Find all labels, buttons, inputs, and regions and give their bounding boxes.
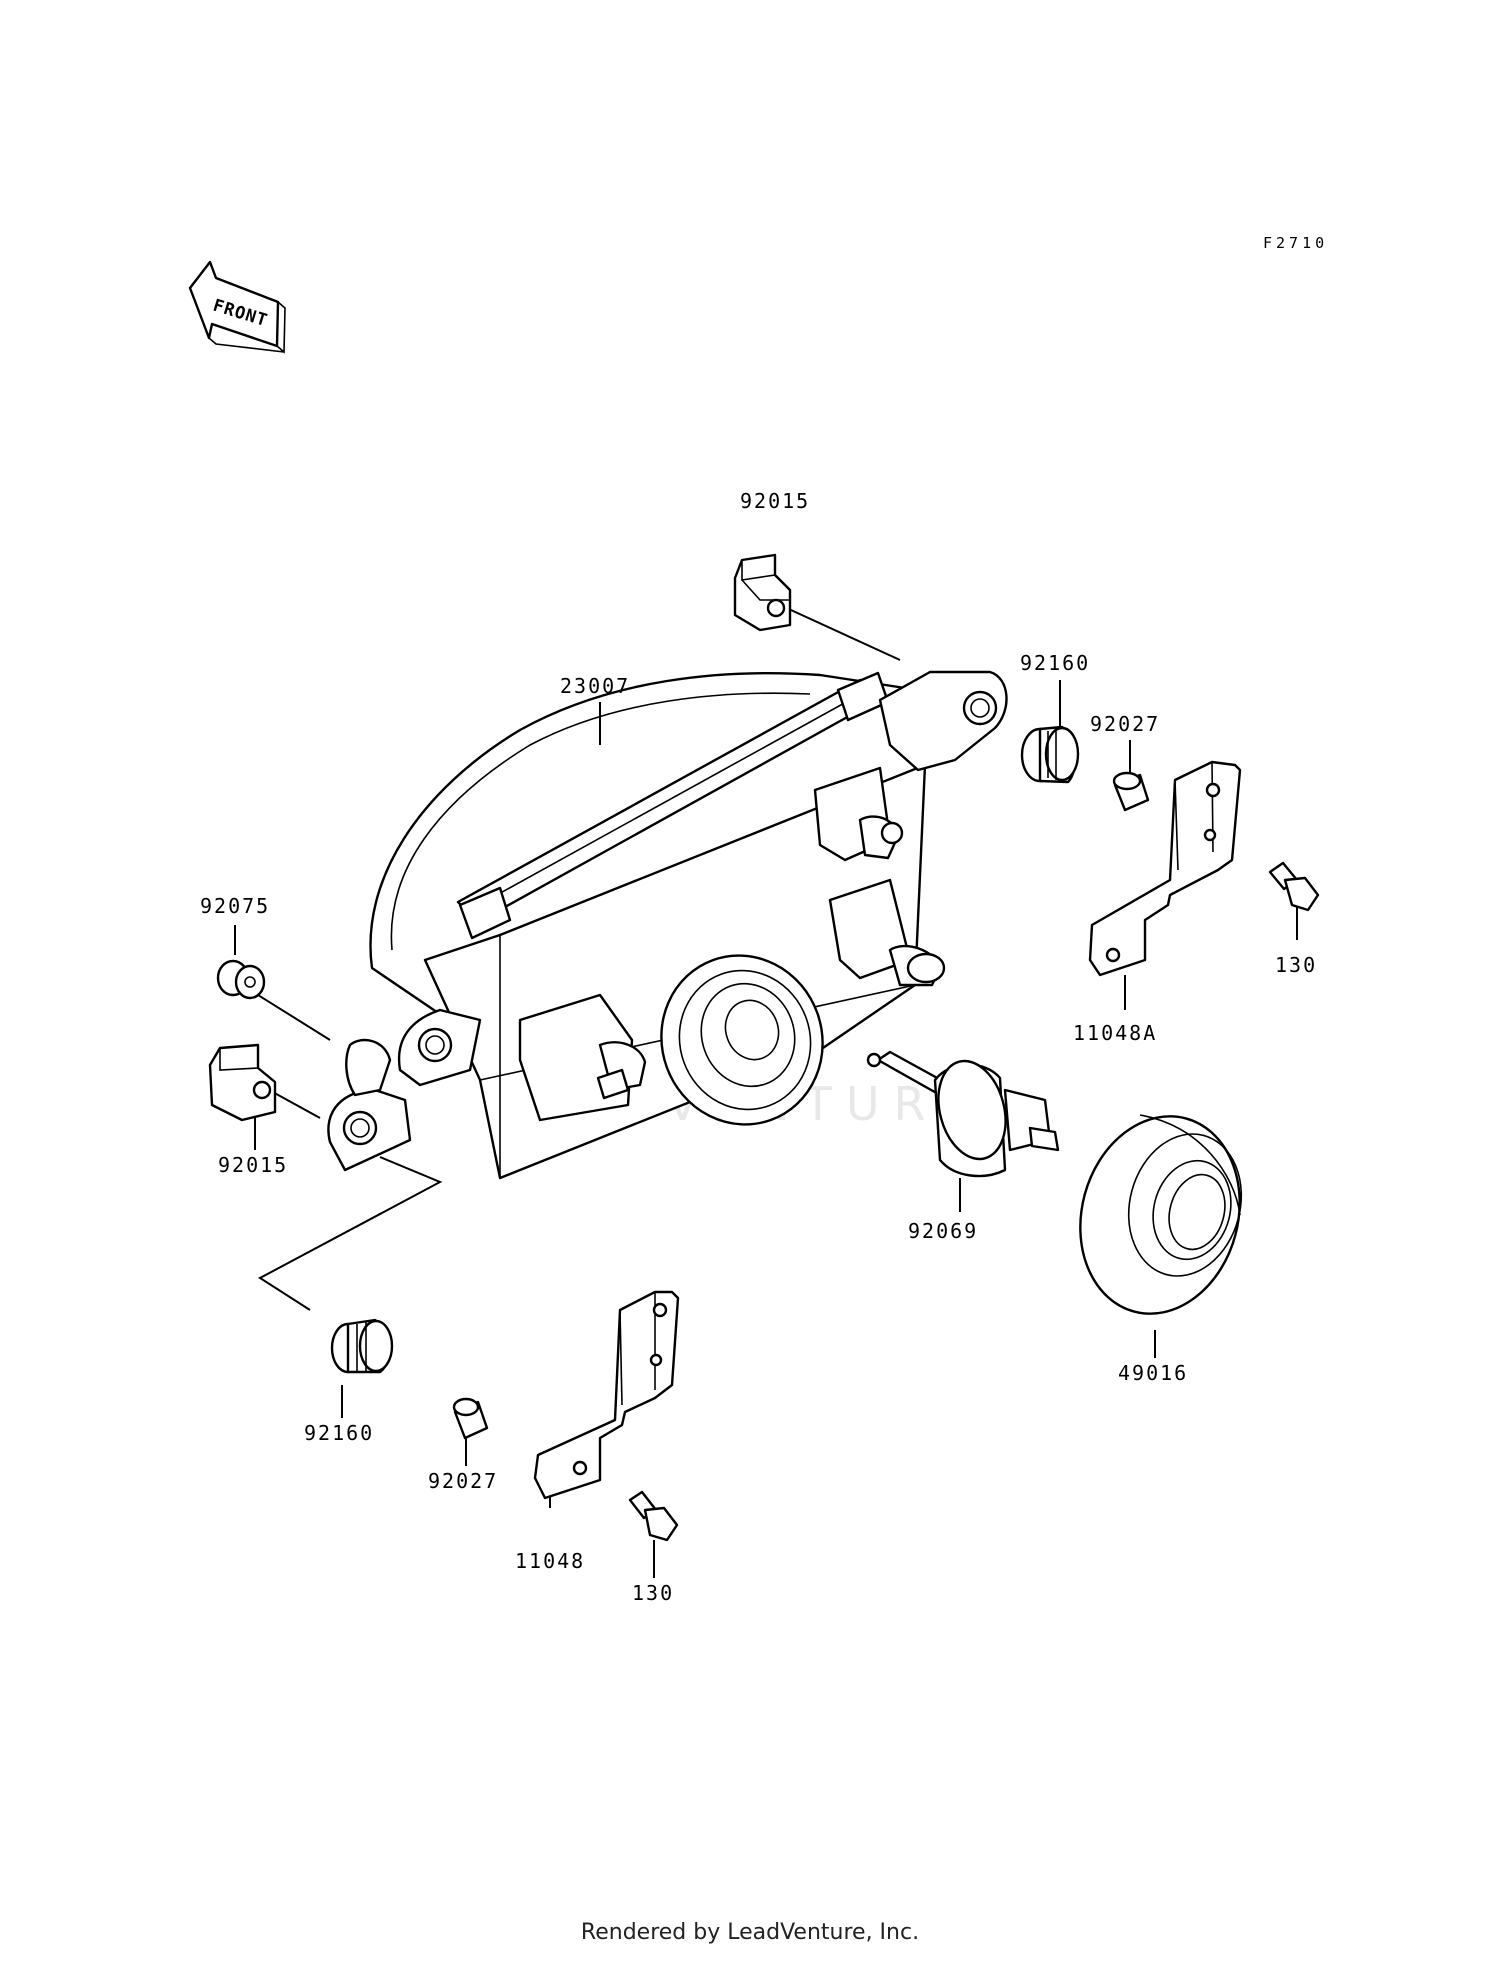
collar-92027-left bbox=[452, 1397, 489, 1440]
label-11048A: 11048A bbox=[1073, 1021, 1157, 1045]
dust-cover-49016 bbox=[1079, 1114, 1243, 1315]
clip-92015-left bbox=[208, 1043, 277, 1122]
label-130-right: 130 bbox=[1275, 953, 1317, 977]
label-23007: 23007 bbox=[560, 674, 630, 698]
label-92015-left: 92015 bbox=[218, 1153, 288, 1177]
diagram-code: F2710 bbox=[1263, 234, 1328, 252]
footer-credit: Rendered by LeadVenture, Inc. bbox=[580, 1920, 920, 1945]
part-labels: 92015 23007 92160 92027 130 11048A 92075… bbox=[200, 489, 1317, 1605]
bracket-11048A bbox=[1088, 760, 1242, 977]
label-49016: 49016 bbox=[1118, 1361, 1188, 1385]
label-92075: 92075 bbox=[200, 894, 270, 918]
label-92015-top: 92015 bbox=[740, 489, 810, 513]
bulb-92069 bbox=[866, 1050, 1060, 1178]
grommet-92075 bbox=[216, 959, 266, 1000]
label-92027-left: 92027 bbox=[428, 1469, 498, 1493]
label-92069: 92069 bbox=[908, 1219, 978, 1243]
grommet-92160-left bbox=[330, 1318, 394, 1374]
label-130-left: 130 bbox=[632, 1581, 674, 1605]
grommet-92160-right bbox=[1020, 725, 1080, 784]
bracket-11048 bbox=[533, 1290, 680, 1500]
label-11048: 11048 bbox=[515, 1549, 585, 1573]
collar-92027-right bbox=[1112, 771, 1150, 812]
front-arrow-icon: FRONT bbox=[188, 260, 286, 354]
bolt-130-left bbox=[628, 1490, 679, 1542]
headlight-housing bbox=[327, 670, 1008, 1180]
label-92027-right: 92027 bbox=[1090, 712, 1160, 736]
label-92160-right: 92160 bbox=[1020, 651, 1090, 675]
clip-92015-top bbox=[733, 553, 792, 632]
label-92160-left: 92160 bbox=[304, 1421, 374, 1445]
bolt-130-right bbox=[1268, 861, 1320, 912]
